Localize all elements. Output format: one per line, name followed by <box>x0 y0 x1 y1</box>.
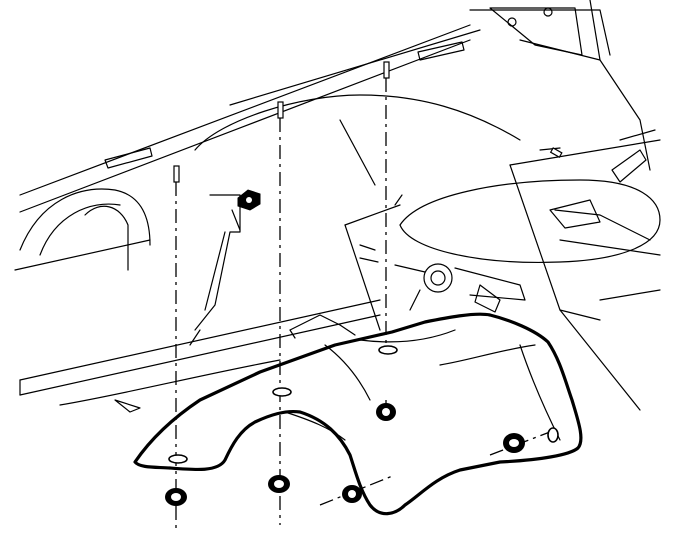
stud-right <box>383 61 390 79</box>
retainer-fasteners <box>165 403 525 506</box>
mounting-hole-4 <box>547 427 559 443</box>
mounting-hole-1 <box>168 454 188 464</box>
retainer-clip-icon <box>376 403 396 421</box>
retainer-clip-icon <box>503 433 525 453</box>
mounting-hole-3 <box>378 345 398 355</box>
retainer-clip-icon <box>165 488 187 506</box>
splash-shield-panel <box>133 312 583 516</box>
retainer-clip-icon <box>342 485 362 503</box>
retainer-clip-icon <box>268 475 290 493</box>
stud-center <box>277 101 284 119</box>
stud-far-right <box>549 147 563 159</box>
vehicle-body-structure <box>14 0 661 413</box>
upper-studs <box>173 61 563 231</box>
mounting-hole-2 <box>272 387 292 397</box>
stud-left <box>173 165 180 183</box>
